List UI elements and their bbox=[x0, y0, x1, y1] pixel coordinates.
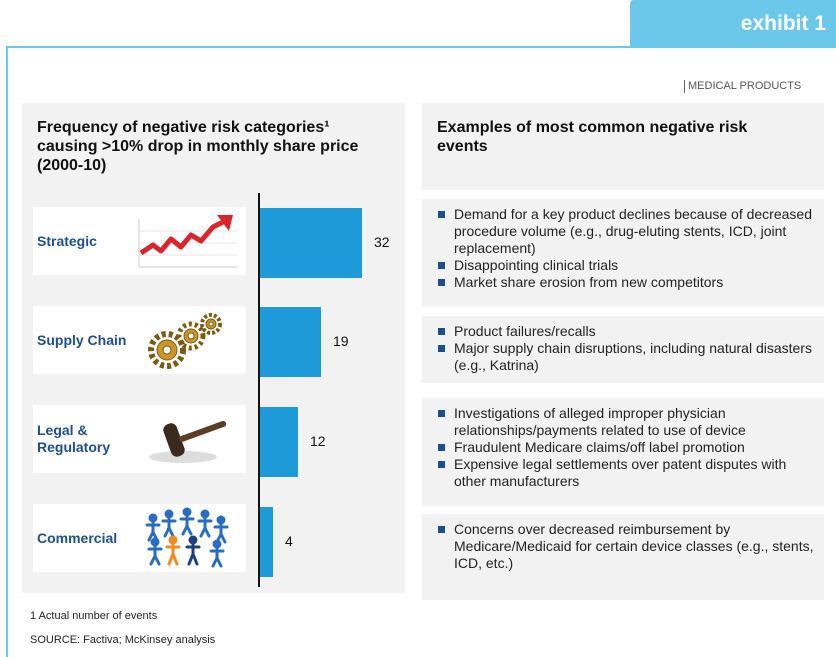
category-box-legal: Legal & Regulatory bbox=[33, 405, 246, 473]
bar-value-label: 19 bbox=[333, 333, 349, 349]
category-box-strategic: Strategic bbox=[33, 207, 246, 275]
list-item: Expensive legal settlements over patent … bbox=[436, 456, 816, 490]
list-item: Market share erosion from new competitor… bbox=[436, 274, 816, 291]
chart-title: Frequency of negative risk categories¹ c… bbox=[37, 119, 359, 174]
list-item: Investigations of alleged improper physi… bbox=[436, 405, 816, 439]
examples-box-legal: Investigations of alleged improper physi… bbox=[422, 398, 824, 506]
footnote: 1 Actual number of events bbox=[30, 610, 158, 622]
exhibit-label: exhibit 1 bbox=[740, 12, 826, 35]
category-label: Legal & Regulatory bbox=[37, 422, 111, 455]
category-label: Supply Chain bbox=[37, 331, 127, 348]
list-item: Demand for a key product declines becaus… bbox=[436, 206, 816, 257]
category-label: Commercial bbox=[37, 529, 118, 546]
bar-supply-chain bbox=[260, 307, 321, 377]
list-item: Fraudulent Medicare claims/off label pro… bbox=[436, 439, 816, 456]
list-item: Concerns over decreased reimbursement by… bbox=[436, 521, 816, 572]
examples-box-strategic: Demand for a key product declines becaus… bbox=[422, 199, 824, 307]
list-item: Major supply chain disruptions, includin… bbox=[436, 340, 816, 374]
section-label: MEDICAL PRODUCTS bbox=[684, 80, 801, 93]
bar-strategic bbox=[260, 208, 362, 278]
category-label: Strategic bbox=[37, 232, 97, 249]
list-item: Disappointing clinical trials bbox=[436, 257, 816, 274]
bar-value-label: 4 bbox=[285, 533, 293, 549]
bar-commercial bbox=[260, 507, 273, 577]
frame-top-line bbox=[6, 46, 836, 48]
category-box-supply-chain: Supply Chain bbox=[33, 306, 246, 374]
people-circle-icon bbox=[145, 507, 229, 568]
source-note: SOURCE: Factiva; McKinsey analysis bbox=[30, 634, 216, 646]
examples-box-commercial: Concerns over decreased reimbursement by… bbox=[422, 514, 824, 600]
chart-axis bbox=[258, 193, 260, 587]
examples-header-panel bbox=[422, 103, 824, 190]
frame-left-line bbox=[6, 46, 8, 657]
examples-title: Examples of most common negative risk ev… bbox=[437, 119, 748, 155]
list-item: Product failures/recalls bbox=[436, 323, 816, 340]
rising-chart-icon bbox=[138, 215, 237, 268]
exhibit-tab: exhibit 1 bbox=[630, 0, 836, 48]
bar-value-label: 32 bbox=[374, 234, 390, 250]
bar-legal bbox=[260, 407, 298, 477]
gavel-icon bbox=[149, 420, 227, 463]
category-box-commercial: Commercial bbox=[33, 504, 246, 572]
bar-value-label: 12 bbox=[310, 433, 326, 449]
gears-icon bbox=[148, 313, 222, 369]
examples-box-supply-chain: Product failures/recalls Major supply ch… bbox=[422, 316, 824, 383]
